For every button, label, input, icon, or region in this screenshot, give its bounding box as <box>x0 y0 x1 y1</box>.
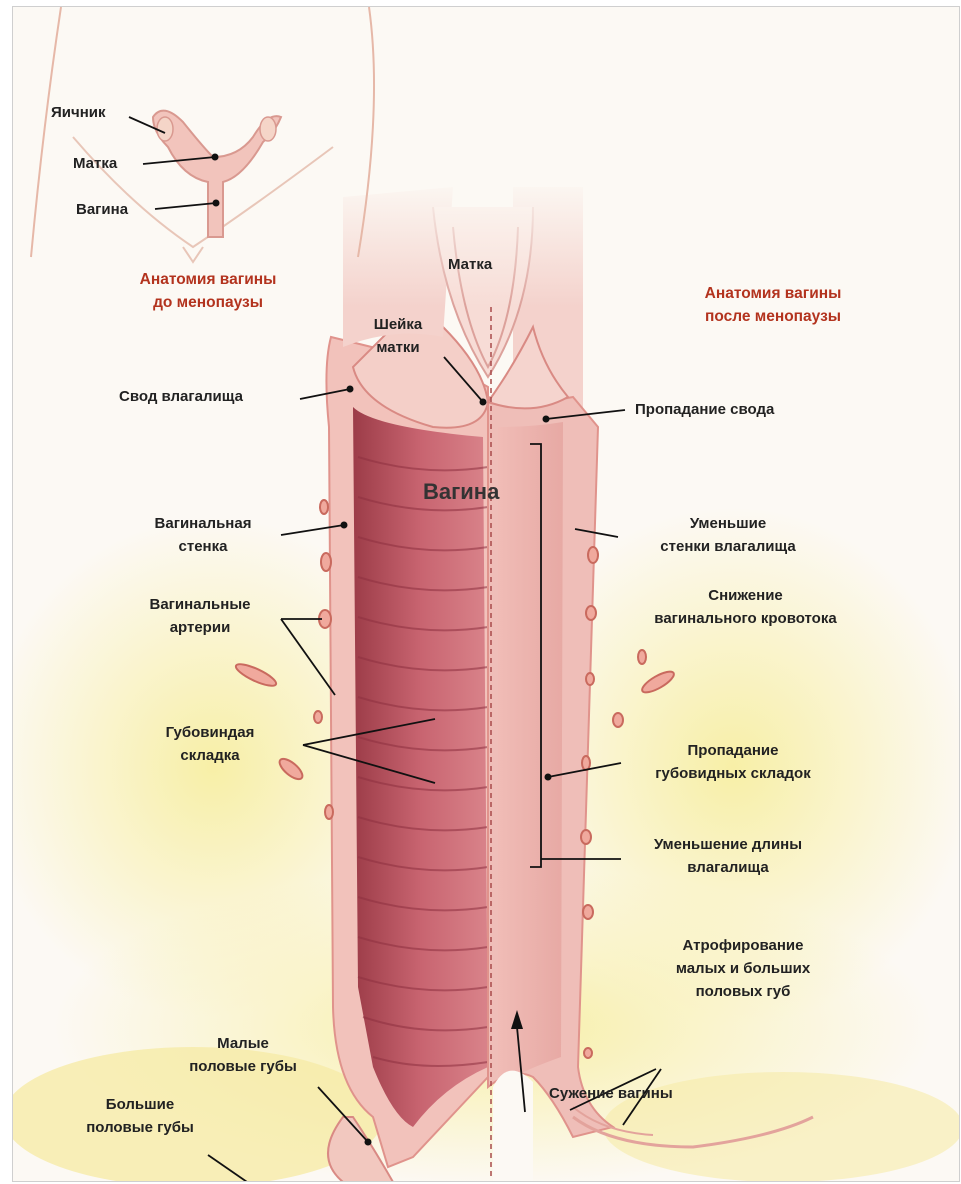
label-thinner-walls-line2: стенки влагалища <box>623 536 833 558</box>
label-rugae-loss-line1: Пропадание <box>623 740 843 762</box>
label-atrophy-line1: Атрофирование <box>653 935 833 957</box>
label-thinner-walls-line1: Уменьшие <box>623 513 833 535</box>
label-vaginal-vault: Свод влагалища <box>119 386 243 408</box>
vagina-before <box>326 317 488 1167</box>
label-length-line2: влагалища <box>623 857 833 879</box>
diagram-frame: Яичник Матка Вагина Анатомия вагины до м… <box>12 6 960 1182</box>
label-vaginal-wall-line1: Вагинальная <box>133 513 273 535</box>
label-labia-majora-line2: половые губы <box>65 1117 215 1139</box>
title-before-line1: Анатомия вагины <box>103 269 313 291</box>
title-after-line1: Анатомия вагины <box>653 283 893 305</box>
label-atrophy-line3: половых губ <box>653 981 833 1003</box>
label-rugae-loss-line2: губовидных складок <box>623 763 843 785</box>
label-rugae-line1: Губовиндая <box>135 722 285 744</box>
label-vagina-center: Вагина <box>423 481 499 503</box>
label-ovary: Яичник <box>51 102 106 124</box>
label-vault-prolapse: Пропадание свода <box>635 399 774 421</box>
title-after-line2: после менопаузы <box>653 306 893 328</box>
label-arteries-line1: Вагинальные <box>125 594 275 616</box>
label-rugae-line2: складка <box>135 745 285 767</box>
label-uterus-inset: Матка <box>73 153 117 175</box>
label-uterus-top: Матка <box>448 254 492 276</box>
label-vaginal-wall-line2: стенка <box>133 536 273 558</box>
label-cervix-line2: матки <box>358 337 438 359</box>
label-blood-flow-line2: вагинального кровотока <box>618 608 873 630</box>
label-labia-minora-line2: половые губы <box>163 1056 323 1078</box>
label-length-line1: Уменьшение длины <box>623 834 833 856</box>
label-blood-flow-line1: Снижение <box>618 585 873 607</box>
label-cervix-line1: Шейка <box>358 314 438 336</box>
label-vagina-inset: Вагина <box>76 199 128 221</box>
title-before-line2: до менопаузы <box>103 292 313 314</box>
label-arteries-line2: артерии <box>125 617 275 639</box>
label-narrowing: Сужение вагины <box>549 1083 673 1105</box>
label-atrophy-line2: малых и больших <box>653 958 833 980</box>
label-labia-majora-line1: Большие <box>65 1094 215 1116</box>
label-labia-minora-line1: Малые <box>163 1033 323 1055</box>
